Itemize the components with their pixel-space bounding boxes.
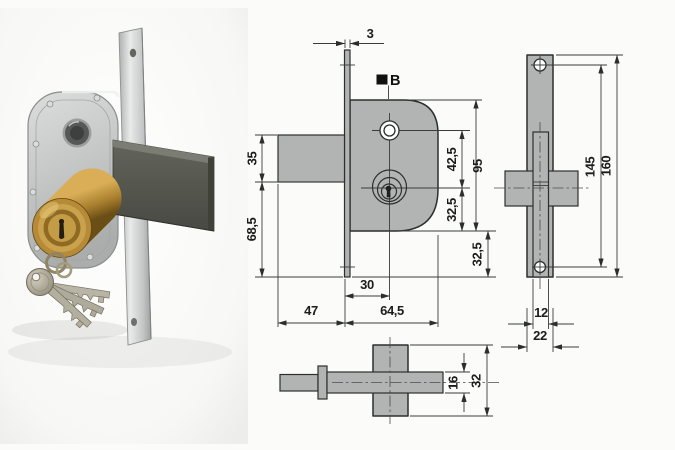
front-screw-hole-bottom <box>532 259 548 275</box>
dim-label: 64,5 <box>380 303 404 318</box>
dim-label: 16 <box>446 376 461 390</box>
dim-bolt-thickness: 16 <box>445 353 470 412</box>
dim-hole-spacing: 145 <box>548 64 607 268</box>
faceplate-screw-hole-bottom <box>131 318 137 326</box>
dim-bolt-length: 47 <box>277 184 346 327</box>
bottom-bolt-tail <box>279 373 319 392</box>
dim-plate-length: 160 <box>556 54 623 278</box>
body-top-hole <box>62 118 92 148</box>
side-keyway <box>385 185 392 198</box>
front-view: 145 160 12 22 <box>494 54 623 352</box>
keys-shadow <box>12 320 128 340</box>
keyway <box>58 218 65 240</box>
key-head <box>26 268 54 296</box>
dim-plate-width: 22 <box>501 308 579 352</box>
dim-bolt-width: 12 <box>508 279 574 329</box>
side-cylinder <box>371 169 408 205</box>
dim-body-width: 32 <box>410 344 493 417</box>
side-bolt <box>277 134 346 183</box>
dim-bolt-to-plate-end: 68,5 <box>244 181 265 278</box>
dim-label: 95 <box>470 159 485 173</box>
key-blade <box>42 282 92 329</box>
photo-shadow <box>8 336 232 368</box>
dim-label: 3 <box>367 26 374 41</box>
dim-label: 32 <box>469 374 484 388</box>
dim-label: 35 <box>245 152 260 166</box>
side-view: B 3 35 68,5 42,5 32,5 <box>244 26 496 327</box>
marker-b: B <box>376 73 400 99</box>
front-screw-hole-top <box>531 56 549 74</box>
marker-b-label: B <box>390 73 400 89</box>
side-body <box>349 99 439 232</box>
dim-backset: 30 <box>344 277 390 327</box>
photo-keys <box>26 252 111 329</box>
side-faceplate <box>343 49 351 278</box>
dim-bolt-height: 35 <box>245 134 344 278</box>
marker-b-square <box>376 74 388 85</box>
dim-label: 30 <box>360 277 374 292</box>
side-screw-hole <box>379 120 400 141</box>
dim-label: 22 <box>533 328 547 343</box>
dim-body-height: 95 <box>398 99 496 232</box>
dim-plate-thickness: 3 <box>313 26 384 48</box>
bottom-view: 16 32 <box>279 337 500 424</box>
dim-body-to-plate-end: 32,5 <box>352 230 496 278</box>
dim-body-depth: 64,5 <box>344 235 439 327</box>
faceplate-screw-hole-top <box>129 48 137 58</box>
photo-cylinder <box>32 168 122 258</box>
body-rivets <box>29 94 101 261</box>
dim-label: 42,5 <box>444 147 459 171</box>
dim-label: 47 <box>304 303 318 318</box>
dim-label: 145 <box>583 157 598 178</box>
dim-label: 160 <box>599 156 614 177</box>
dim-label: 32,5 <box>470 242 485 266</box>
dim-hole-to-cylinder: 42,5 <box>444 130 465 189</box>
dim-cylinder-to-body-end: 32,5 <box>444 187 465 232</box>
photo-bolt <box>112 139 215 232</box>
dim-label: 68,5 <box>244 217 259 241</box>
dim-label: 12 <box>534 305 548 320</box>
front-bolt <box>532 131 550 278</box>
dim-label: 32,5 <box>444 198 459 222</box>
bottom-faceplate <box>317 365 328 400</box>
